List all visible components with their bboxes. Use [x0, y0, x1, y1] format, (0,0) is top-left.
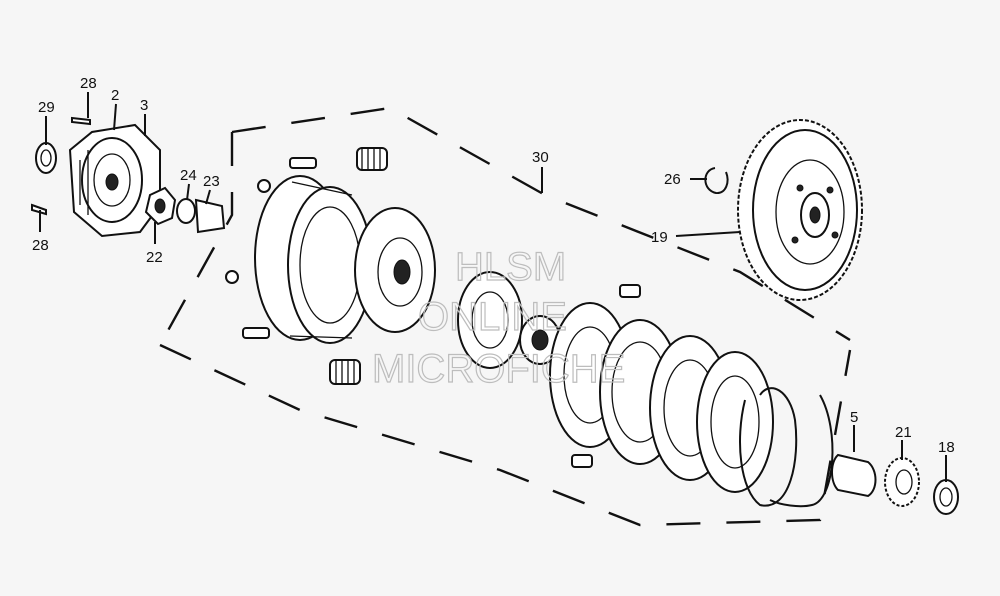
callout-19: 19: [651, 229, 668, 246]
lock-23: [194, 198, 226, 234]
callout-30: 30: [532, 149, 549, 166]
watermark-line-1: HLSM: [455, 245, 566, 289]
pressure-plate: [457, 271, 561, 369]
watermark: HLSM ONLINE MICROFICHE: [371, 244, 626, 391]
washer-18: [933, 479, 959, 515]
leader-lines: [39, 92, 947, 482]
callout-24: 24: [180, 167, 197, 184]
circlip-26: [704, 167, 729, 195]
watermark-line-2: ONLINE: [418, 295, 567, 339]
callout-3: 3: [140, 97, 148, 114]
callout-18: 18: [938, 439, 955, 456]
screw-28-top: [71, 116, 91, 126]
clutch-drum: [254, 175, 436, 344]
bushing-gear-washer: [831, 453, 959, 515]
callout-labels: 28 2 3 29 28 24 23 22 30 26 19 5 21 18: [32, 75, 955, 456]
callout-5: 5: [850, 409, 858, 426]
callout-2: 2: [111, 87, 119, 104]
springs-and-fasteners: [225, 147, 641, 468]
callout-26: 26: [664, 171, 681, 188]
gear-21: [884, 457, 920, 507]
washer-24: [176, 198, 196, 224]
clutch-cover-assembly: [31, 116, 226, 238]
watermark-line-3: MICROFICHE: [372, 347, 625, 391]
callout-29: 29: [38, 99, 55, 116]
bushing-5: [831, 453, 877, 498]
clutch-plates: [549, 302, 834, 508]
callout-22: 22: [146, 249, 163, 266]
callout-28-bottom: 28: [32, 237, 49, 254]
screw-28-bottom: [31, 203, 47, 216]
oil-seal-29: [35, 142, 57, 174]
callout-21: 21: [895, 424, 912, 441]
callout-28-top: 28: [80, 75, 97, 92]
primary-gear-19: [737, 119, 863, 301]
callout-23: 23: [203, 173, 220, 190]
